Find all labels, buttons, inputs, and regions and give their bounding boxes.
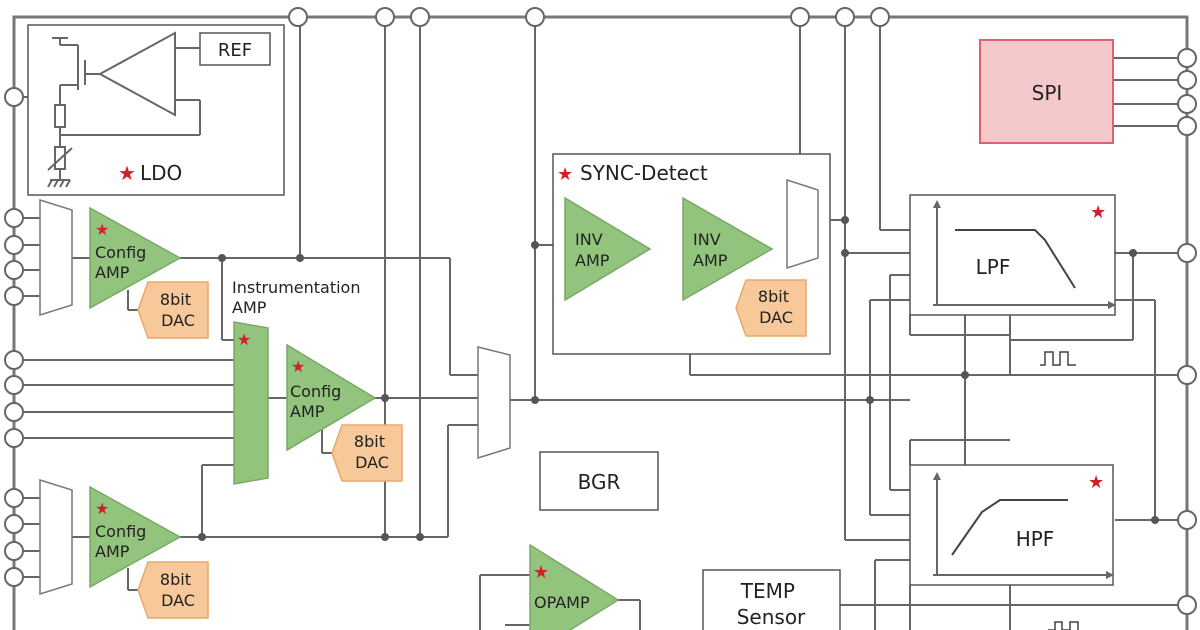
hpf-star-icon: ★ [1088,472,1104,493]
dac-1-label: 8bit DAC [160,290,196,330]
input-mux-1 [39,198,73,317]
lpf-curve [955,229,1076,289]
instrumentation-amp-label: Instrumentation AMP [232,278,366,317]
dac-1 [137,281,209,339]
hpf-curve [951,499,1068,556]
config-amp-1-star-icon: ★ [95,220,109,239]
config-amp-2 [286,343,377,452]
bgr-label: BGR [578,470,621,494]
inv-amp-2-label: INV AMP [693,230,728,270]
bgr-block: BGR [539,451,659,511]
lpf-label: LPF [976,255,1011,279]
ref-label: REF [218,40,252,61]
hpf-label: HPF [1016,527,1055,551]
resistor-symbol [54,104,66,128]
lpf-star-icon: ★ [1090,202,1106,223]
sync-detect-star-icon: ★ [557,164,573,185]
config-amp-1-group: ★ Config AMP 8bit DAC [39,198,209,339]
instrumentation-amp-group: Instrumentation AMP ★ [232,278,366,485]
inv-amp-1-label: INV AMP [575,230,610,270]
ldo-star-icon: ★ [118,161,136,185]
lpf-block: ★ LPF [909,194,1116,316]
chip-outline [12,15,1189,630]
config-amp-3-label: Config AMP [95,522,151,561]
dac-2 [331,424,403,482]
config-amp-3 [89,485,182,589]
opamp-group: ★ OPAMP [529,543,620,630]
opamp-label: OPAMP [534,593,590,612]
ref-box [199,32,271,66]
config-amp-1 [89,206,182,310]
inv-amp-2 [682,196,774,302]
dac-2-label: 8bit DAC [354,432,390,472]
instrumentation-amp [233,321,269,485]
instrumentation-amp-star-icon: ★ [237,330,251,349]
sync-detect-label: SYNC-Detect [580,161,708,185]
dac-3 [137,561,209,619]
hpf-block: ★ HPF [909,464,1114,586]
spi-label: SPI [1032,81,1063,105]
opamp [529,543,620,630]
input-mux-3 [39,478,73,596]
config-amp-2-group: ★ Config AMP 8bit DAC [286,343,403,482]
ldo-label: LDO [140,161,182,185]
inv-amp-1 [564,196,652,302]
config-amp-3-star-icon: ★ [95,499,109,518]
config-amp-3-group: ★ Config AMP 8bit DAC [39,478,209,619]
ldo-amp-symbol [97,31,176,117]
pulse-icon-bottom [1048,621,1079,630]
config-amp-1-label: Config AMP [95,243,151,282]
dac-sync-label: 8bit DAC [758,287,794,327]
spi-block: SPI [979,39,1114,144]
config-amp-2-star-icon: ★ [291,357,305,376]
main-mux [477,346,511,460]
sync-detect-block: ★ SYNC-Detect INV AMP INV AMP 8bit DAC [552,153,831,355]
pins [4,7,1197,615]
wiring [14,17,1187,630]
dac-3-label: 8bit DAC [160,570,196,610]
temp-sensor-block: TEMP Sensor [702,569,841,630]
opamp-star-icon: ★ [533,562,549,583]
temp-sensor-label: TEMP Sensor [737,579,806,629]
dac-sync [735,279,807,337]
ldo-block: REF ★ LDO [27,24,285,196]
config-amp-2-label: Config AMP [290,382,346,421]
sync-mux [786,178,819,270]
pulse-icon [1040,351,1076,366]
